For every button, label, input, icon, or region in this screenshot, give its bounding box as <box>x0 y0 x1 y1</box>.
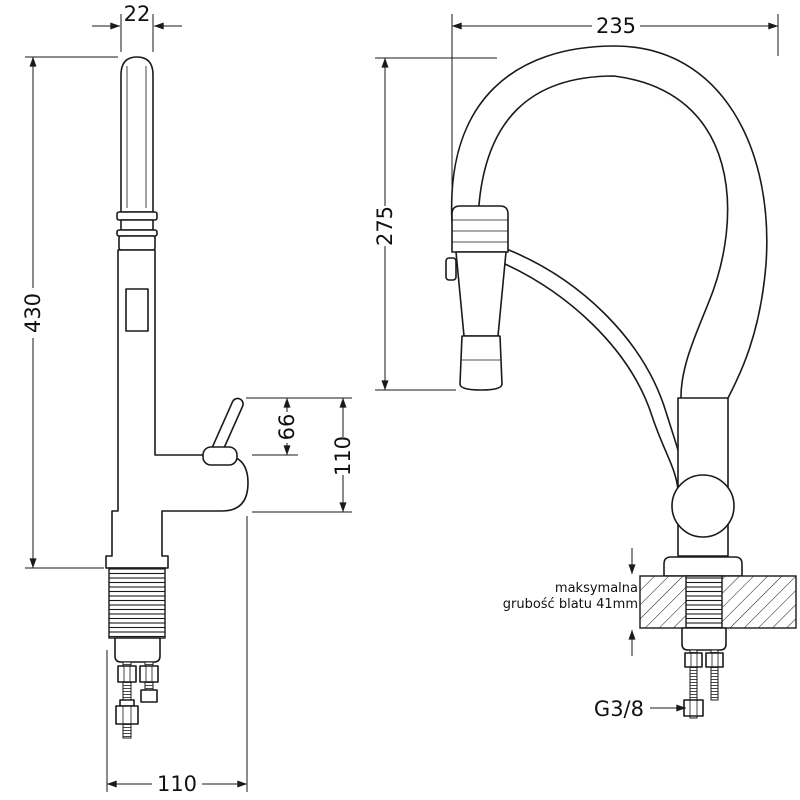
front-ball-joint <box>671 474 735 538</box>
dim-handle-reach: 110 <box>331 436 355 476</box>
front-base-flange <box>663 556 743 577</box>
side-threaded-shank <box>108 567 166 639</box>
front-mounting-bracket <box>681 627 727 651</box>
side-mounting-nuts <box>115 665 159 725</box>
dim-thread-size: G3/8 <box>594 697 644 721</box>
side-display-plate <box>125 288 149 332</box>
front-pullout-hose <box>495 259 679 491</box>
countertop-note-line2: grubość blatu 41mm <box>503 597 638 612</box>
side-view-dimensions: 22 430 66 110 110 <box>21 2 355 796</box>
countertop-note-line1: maksymalna <box>555 581 638 596</box>
front-view <box>445 45 797 719</box>
front-threaded-shank <box>685 575 723 629</box>
side-faucet-body <box>105 249 249 569</box>
side-spout-tube <box>120 56 154 213</box>
front-mounting-stud-left <box>689 649 698 719</box>
side-spout-connector <box>116 211 158 251</box>
front-mounting-stud-right <box>710 649 719 701</box>
front-spray-head <box>445 205 509 391</box>
dim-spout-reach: 235 <box>596 14 636 38</box>
side-view <box>105 56 249 739</box>
dim-base-width: 110 <box>157 772 197 796</box>
dim-spout-width: 22 <box>124 2 151 26</box>
dim-total-height: 430 <box>21 293 45 333</box>
side-mounting-bracket <box>114 637 161 663</box>
front-pullout-hose <box>503 247 687 489</box>
front-view-dimensions: 235 275 maksymalna grubość blatu 41mm G3… <box>373 14 779 721</box>
side-handle-cap <box>202 446 238 466</box>
dim-spout-height: 275 <box>373 206 397 246</box>
dim-handle-rise: 66 <box>275 414 299 441</box>
spray-button <box>445 257 457 281</box>
